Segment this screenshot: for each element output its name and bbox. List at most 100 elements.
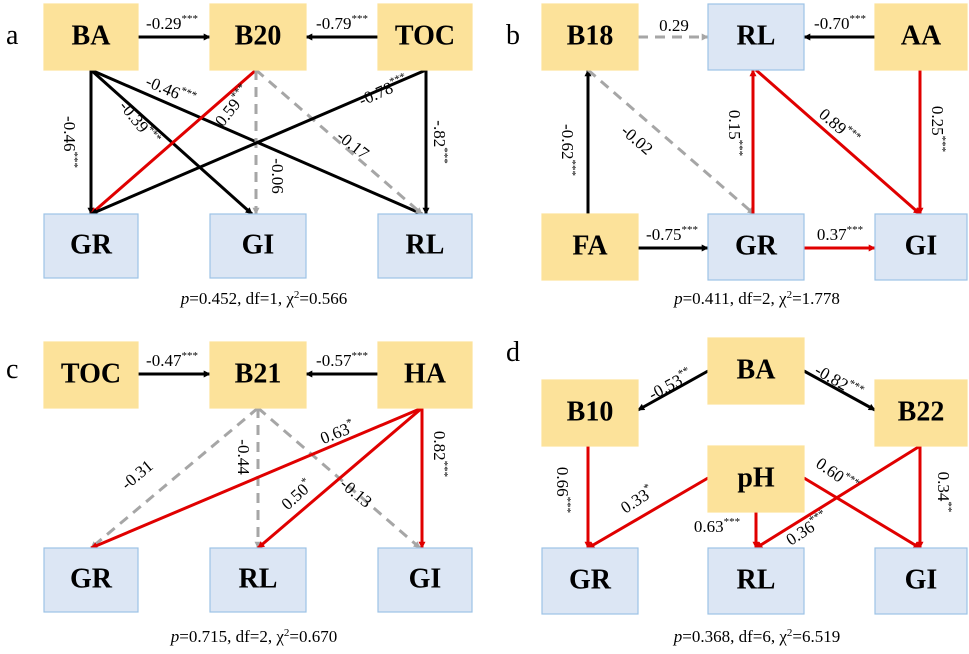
node-box <box>707 337 805 405</box>
node-c-rl: RL <box>209 547 307 613</box>
panel-c-fit-stats: p=0.715, df=2, χ2=0.670 <box>170 627 337 646</box>
path-d-ph-to-gi <box>803 476 921 550</box>
node-box <box>209 547 307 613</box>
coef-b-gr-to-rl: 0.15*** <box>725 110 745 156</box>
node-label: B10 <box>567 396 614 427</box>
coef-a-toc-to-rl: -.82*** <box>430 120 450 163</box>
panel-b-fit-stats: p=0.411, df=2, χ2=1.778 <box>673 289 840 308</box>
coef-a-toc-to-gr: -0.78*** <box>355 70 411 110</box>
node-label: B21 <box>235 358 282 389</box>
coef-c-ha-to-rl: 0.50* <box>277 475 317 514</box>
node-label: GI <box>242 229 275 260</box>
node-label: GR <box>569 564 612 595</box>
node-d-rl: RL <box>707 547 805 615</box>
node-box <box>43 547 139 613</box>
coef-b-fa-to-b18: -0.62*** <box>558 124 578 176</box>
path-d-ba-to-b10 <box>637 369 709 412</box>
node-box <box>209 341 307 409</box>
coef-d-b10-to-gr: 0.66*** <box>553 467 573 513</box>
coef-d-ph-to-rl: 0.63*** <box>694 516 740 536</box>
node-label: BA <box>72 20 112 51</box>
node-box <box>874 3 968 71</box>
coef-c-b21-to-gr: -0.31 <box>117 456 156 493</box>
path-a-b20-to-gr <box>90 68 257 216</box>
coef-a-ba-to-b20: -0.29*** <box>146 13 198 33</box>
panel-d-fit-stats: p=0.368, df=6, χ2=6.519 <box>673 627 840 646</box>
node-box <box>209 3 307 71</box>
node-label: RL <box>406 229 445 260</box>
node-box <box>43 3 139 71</box>
node-a-gr: GR <box>43 213 139 279</box>
node-d-b10: B10 <box>541 379 639 447</box>
coef-b-b18-to-rl: 0.29 <box>659 16 689 35</box>
node-d-gi: GI <box>874 547 968 615</box>
path-c-ha-to-gr <box>90 406 423 550</box>
node-box <box>541 213 639 281</box>
panel-d-letter: d <box>506 337 520 368</box>
panel-a-letter: a <box>6 20 19 51</box>
node-label: B20 <box>235 20 282 51</box>
coef-b-fa-to-gr: -0.75*** <box>646 224 698 244</box>
node-label: GI <box>905 230 938 261</box>
node-label: AA <box>901 20 942 51</box>
node-c-toc: TOC <box>43 341 139 409</box>
node-label: RL <box>737 564 776 595</box>
node-b-fa: FA <box>541 213 639 281</box>
node-a-gi: GI <box>209 213 307 279</box>
node-c-b21: B21 <box>209 341 307 409</box>
coef-d-b22-to-gi: 0.34** <box>934 472 954 513</box>
node-label: GI <box>409 563 442 594</box>
panel-b-letter: b <box>506 20 520 51</box>
coef-c-b21-to-rl: -0.44 <box>234 439 253 475</box>
path-a-toc-to-gr <box>90 68 427 216</box>
node-box <box>707 213 805 281</box>
node-d-ba: BA <box>707 337 805 405</box>
path-b-rl-to-gi <box>755 68 921 216</box>
path-b-b18-to-gr <box>587 68 755 216</box>
node-label: GR <box>735 230 778 261</box>
node-a-toc: TOC <box>377 3 473 71</box>
node-b-aa: AA <box>874 3 968 71</box>
node-c-gr: GR <box>43 547 139 613</box>
node-box <box>874 213 968 281</box>
panel-a-fit-stats: p=0.452, df=1, χ2=0.566 <box>180 289 347 308</box>
node-box <box>377 547 473 613</box>
coef-c-ha-to-gi: 0.82*** <box>430 431 450 477</box>
coef-a-toc-to-b20: -0.79*** <box>316 13 368 33</box>
coef-a-ba-to-gi: -0.39*** <box>116 96 165 149</box>
node-a-b20: B20 <box>209 3 307 71</box>
coef-d-b22-to-rl: 0.36*** <box>782 507 832 549</box>
coef-c-toc-to-b21: -0.47*** <box>146 350 198 370</box>
node-box <box>707 3 805 71</box>
node-label: HA <box>404 358 447 389</box>
node-label: GR <box>70 229 113 260</box>
path-d-ba-to-b22 <box>803 369 876 412</box>
path-layer <box>87 33 924 550</box>
node-box <box>377 3 473 71</box>
node-label: GR <box>70 563 113 594</box>
node-label: B18 <box>567 20 614 51</box>
node-b-gi: GI <box>874 213 968 281</box>
path-d-b22-to-rl <box>755 444 921 550</box>
node-box <box>43 341 139 409</box>
coef-c-ha-to-b21: -0.57*** <box>316 350 368 370</box>
node-box <box>541 379 639 447</box>
node-label: BA <box>737 354 777 385</box>
node-a-rl: RL <box>377 213 473 279</box>
node-box <box>707 445 805 513</box>
coef-b-b18-to-gr: -0.02 <box>617 121 656 159</box>
node-label: TOC <box>61 358 121 389</box>
node-a-ba: BA <box>43 3 139 71</box>
node-d-gr: GR <box>541 547 639 615</box>
node-b-gr: GR <box>707 213 805 281</box>
coef-d-ba-to-b22: -0.82*** <box>812 359 867 403</box>
coef-b-aa-to-gi: 0.25*** <box>928 106 948 152</box>
node-box <box>541 547 639 615</box>
node-d-b22: B22 <box>874 379 968 447</box>
node-b-b18: B18 <box>541 3 639 71</box>
node-label: FA <box>572 230 608 261</box>
node-c-ha: HA <box>377 341 473 409</box>
coef-b-aa-to-rl: -0.70*** <box>814 13 866 33</box>
